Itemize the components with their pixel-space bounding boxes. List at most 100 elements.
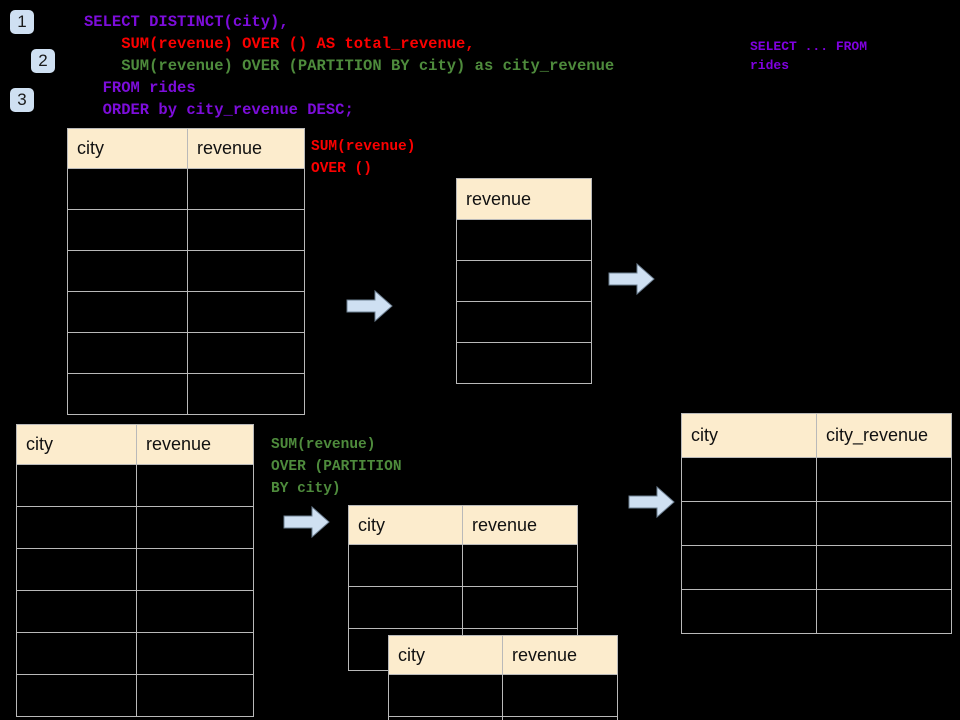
table-row xyxy=(16,674,254,717)
column-header-city: city xyxy=(681,413,817,458)
table-cell xyxy=(456,342,592,384)
table-cell xyxy=(136,506,254,549)
column-header-revenue: revenue xyxy=(187,128,305,169)
table-row xyxy=(16,506,254,549)
table-cell xyxy=(67,291,188,333)
table-header-row: revenue xyxy=(456,178,592,220)
column-header-revenue: revenue xyxy=(462,505,578,545)
table-row xyxy=(16,590,254,633)
sql-line-order-by: ORDER by city_revenue DESC; xyxy=(84,101,354,119)
table-cell xyxy=(681,589,817,634)
sql-line-city-revenue: SUM(revenue) OVER (PARTITION BY city) as… xyxy=(84,57,615,75)
column-header-revenue: revenue xyxy=(136,424,254,465)
table-cell xyxy=(136,548,254,591)
table-row xyxy=(67,332,305,374)
step-badge-2: 2 xyxy=(31,49,55,73)
table-row xyxy=(16,632,254,675)
table-row xyxy=(16,464,254,507)
table-cell xyxy=(187,373,305,415)
table-cell xyxy=(67,250,188,292)
table-cell xyxy=(136,464,254,507)
table-cell xyxy=(16,506,137,549)
sql-line-total-revenue: SUM(revenue) OVER () AS total_revenue, xyxy=(84,35,475,53)
table-header-row: city revenue xyxy=(16,424,254,465)
table-row xyxy=(67,209,305,251)
table-cell xyxy=(388,674,503,717)
table-cell xyxy=(16,548,137,591)
column-header-city-revenue: city_revenue xyxy=(816,413,952,458)
arrow-partition-to-result xyxy=(628,485,675,519)
table-cell xyxy=(348,586,463,629)
annotation-sum-over-partition: SUM(revenue) OVER (PARTITION BY city) xyxy=(271,437,402,497)
table-cell xyxy=(816,589,952,634)
step-badge-1: 1 xyxy=(10,10,34,34)
table-cell xyxy=(136,674,254,717)
table-cell xyxy=(816,545,952,590)
table-row xyxy=(456,260,592,302)
table-cell xyxy=(462,544,578,587)
table-cell xyxy=(187,168,305,210)
rides-source-table: city revenue xyxy=(67,128,305,415)
table-cell xyxy=(67,332,188,374)
table-row xyxy=(388,716,618,720)
column-header-city: city xyxy=(16,424,137,465)
table-cell xyxy=(462,586,578,629)
table-row xyxy=(681,589,952,634)
table-cell xyxy=(502,674,618,717)
table-cell xyxy=(388,716,503,720)
column-header-city: city xyxy=(67,128,188,169)
table-row xyxy=(456,342,592,384)
table-cell xyxy=(136,590,254,633)
table-cell xyxy=(16,464,137,507)
table-cell xyxy=(816,457,952,502)
table-cell xyxy=(67,373,188,415)
table-cell xyxy=(502,716,618,720)
table-cell xyxy=(456,219,592,261)
table-cell xyxy=(67,168,188,210)
rides-source-table-bottom: city revenue xyxy=(16,424,254,717)
table-cell xyxy=(681,457,817,502)
table-cell xyxy=(136,632,254,675)
table-row xyxy=(67,250,305,292)
arrow-total-to-result xyxy=(608,262,655,296)
table-cell xyxy=(681,545,817,590)
table-row xyxy=(16,548,254,591)
step-badge-3: 3 xyxy=(10,88,34,112)
table-cell xyxy=(187,332,305,374)
table-cell xyxy=(187,209,305,251)
sql-line-from: FROM rides xyxy=(84,79,196,97)
side-note-select-from-rides: SELECT ... FROM rides xyxy=(750,39,868,73)
city-revenue-result-table: city city_revenue xyxy=(681,413,952,634)
table-cell xyxy=(67,209,188,251)
table-row xyxy=(456,301,592,343)
column-header-city: city xyxy=(388,635,503,675)
table-cell xyxy=(681,501,817,546)
table-row xyxy=(348,586,578,629)
table-row xyxy=(681,545,952,590)
sql-line-select: SELECT DISTINCT(city), xyxy=(84,13,289,31)
table-cell xyxy=(456,260,592,302)
table-row xyxy=(388,674,618,717)
table-cell xyxy=(16,632,137,675)
table-cell xyxy=(16,674,137,717)
table-header-row: city revenue xyxy=(67,128,305,169)
table-row xyxy=(67,168,305,210)
column-header-city: city xyxy=(348,505,463,545)
table-cell xyxy=(456,301,592,343)
table-row xyxy=(456,219,592,261)
table-header-row: city revenue xyxy=(388,635,618,675)
table-cell xyxy=(816,501,952,546)
arrow-source-to-total xyxy=(346,289,393,323)
column-header-revenue: revenue xyxy=(502,635,618,675)
table-header-row: city revenue xyxy=(348,505,578,545)
table-row xyxy=(348,544,578,587)
table-row xyxy=(67,373,305,415)
table-header-row: city city_revenue xyxy=(681,413,952,458)
table-row xyxy=(681,501,952,546)
table-cell xyxy=(348,544,463,587)
table-cell xyxy=(16,590,137,633)
table-row xyxy=(67,291,305,333)
table-cell xyxy=(187,250,305,292)
table-cell xyxy=(187,291,305,333)
